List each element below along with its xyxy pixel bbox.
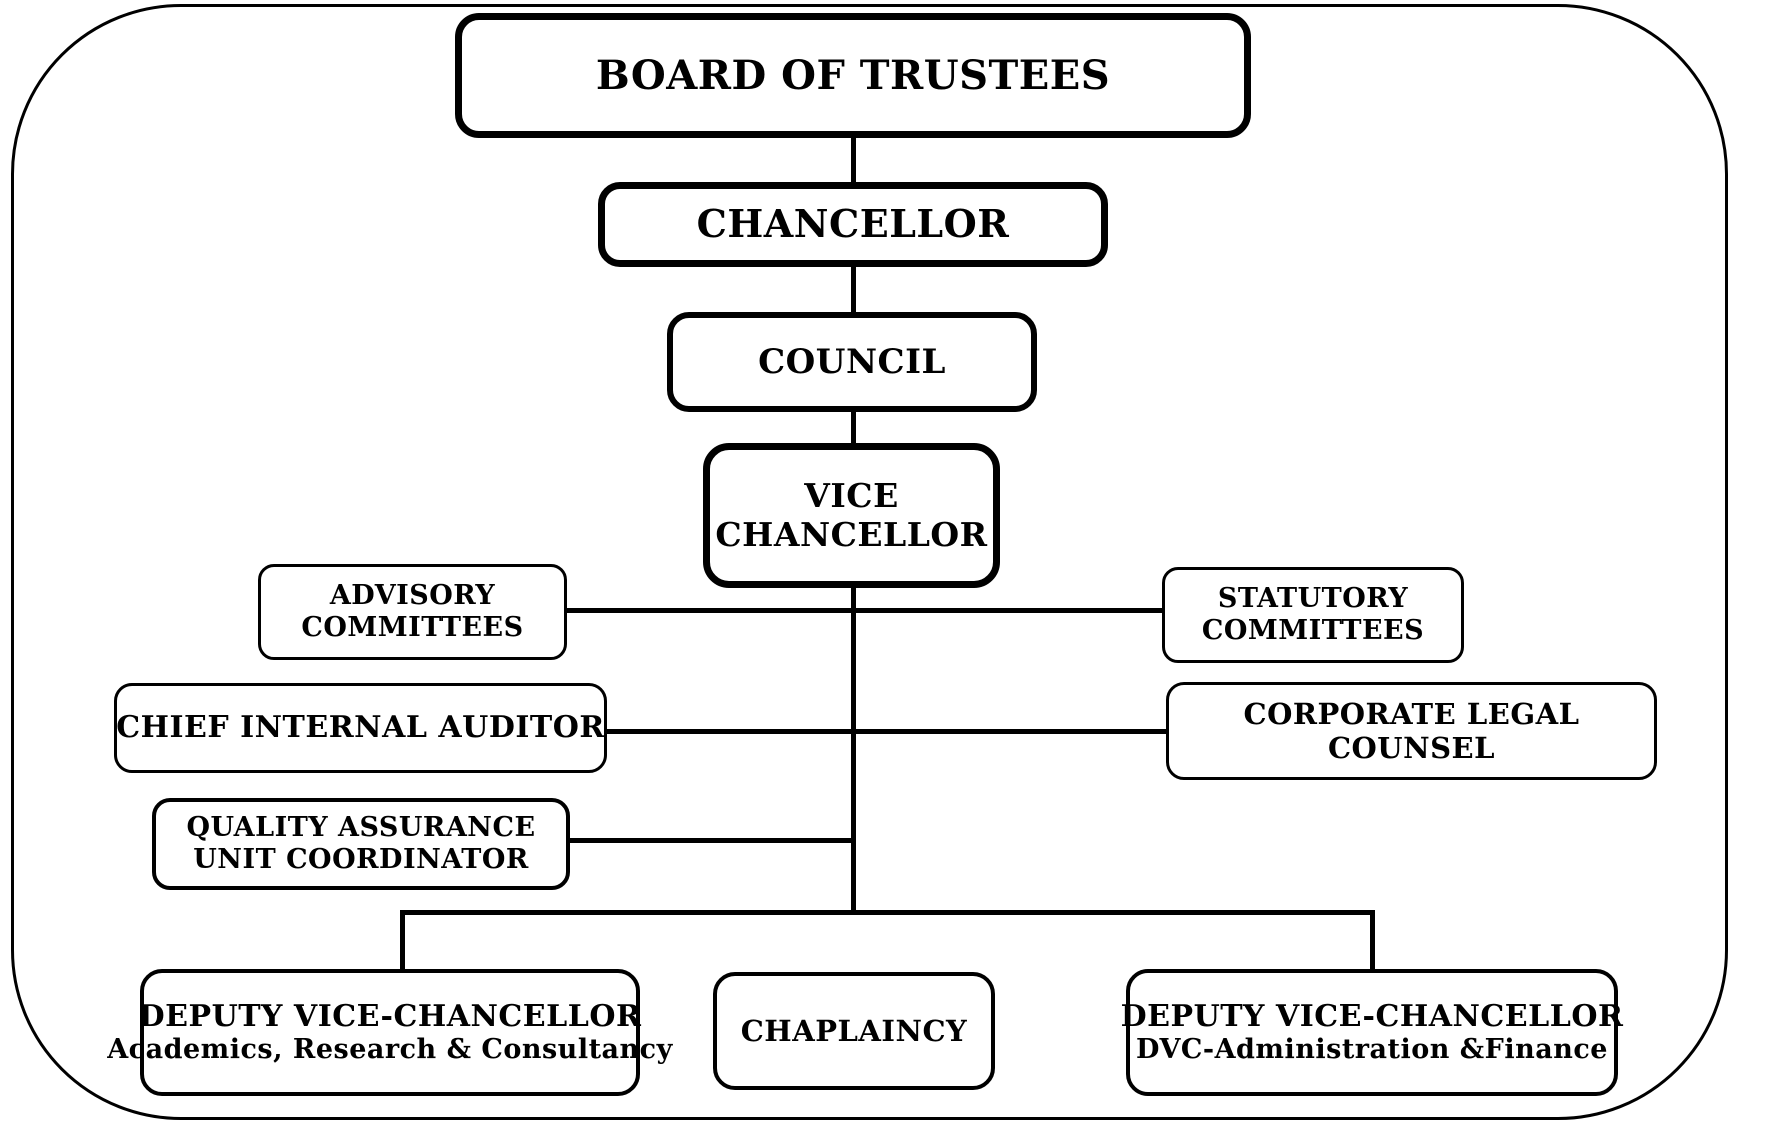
node-board-of-trustees-label: BOARD OF TRUSTEES bbox=[595, 51, 1111, 99]
node-chief-internal-auditor-label: CHIEF INTERNAL AUDITOR bbox=[116, 710, 605, 746]
node-dvc-administration-title: DEPUTY VICE-CHANCELLOR bbox=[1120, 998, 1624, 1034]
node-chancellor-label: CHANCELLOR bbox=[696, 201, 1010, 247]
node-quality-assurance-unit-coordinator: QUALITY ASSURANCE UNIT COORDINATOR bbox=[152, 798, 570, 890]
node-corporate-legal-counsel-line2: COUNSEL bbox=[1327, 731, 1496, 765]
outer-frame bbox=[11, 4, 1728, 1120]
node-quality-assurance-line1: QUALITY ASSURANCE bbox=[186, 812, 536, 844]
node-council-label: COUNCIL bbox=[758, 341, 946, 382]
node-chief-internal-auditor: CHIEF INTERNAL AUDITOR bbox=[114, 683, 607, 773]
connector-bottom-bar bbox=[400, 910, 1375, 915]
node-chaplaincy: CHAPLAINCY bbox=[713, 972, 995, 1090]
connector-drop-dvc-administration bbox=[1370, 910, 1375, 972]
node-statutory-committees-line1: STATUTORY bbox=[1217, 583, 1409, 615]
node-advisory-committees-line2: COMMITTEES bbox=[301, 612, 524, 643]
node-dvc-academics-subtitle: Academics, Research & Consultancy bbox=[107, 1034, 673, 1066]
connector-quality-assurance bbox=[568, 838, 856, 843]
node-chancellor: CHANCELLOR bbox=[598, 182, 1108, 267]
connector-advisory-statutory bbox=[565, 608, 1165, 613]
node-vice-chancellor-line2: CHANCELLOR bbox=[715, 514, 988, 554]
connector-board-to-chancellor bbox=[851, 134, 856, 184]
node-vice-chancellor: VICE CHANCELLOR bbox=[703, 443, 1000, 588]
node-council: COUNCIL bbox=[667, 312, 1037, 412]
connector-council-to-vice-chancellor bbox=[851, 410, 856, 446]
node-vice-chancellor-line1: VICE bbox=[804, 475, 899, 515]
connector-chancellor-to-council bbox=[851, 264, 856, 314]
node-dvc-academics-title: DEPUTY VICE-CHANCELLOR bbox=[138, 998, 642, 1034]
connector-vice-chancellor-spine bbox=[851, 586, 856, 915]
node-dvc-administration: DEPUTY VICE-CHANCELLOR DVC-Administratio… bbox=[1121, 969, 1623, 1096]
node-quality-assurance-line2: UNIT COORDINATOR bbox=[193, 844, 529, 875]
node-advisory-committees: ADVISORY COMMITTEES bbox=[258, 564, 567, 660]
node-chaplaincy-label: CHAPLAINCY bbox=[740, 1013, 968, 1048]
connector-auditor-legal bbox=[604, 729, 1169, 734]
node-corporate-legal-counsel: CORPORATE LEGAL COUNSEL bbox=[1166, 682, 1657, 780]
node-dvc-academics: DEPUTY VICE-CHANCELLOR Academics, Resear… bbox=[107, 969, 672, 1096]
connector-drop-dvc-academics bbox=[400, 910, 405, 972]
node-corporate-legal-counsel-line1: CORPORATE LEGAL bbox=[1243, 696, 1580, 731]
node-dvc-administration-subtitle: DVC-Administration &Finance bbox=[1136, 1034, 1608, 1066]
node-statutory-committees-line2: COMMITTEES bbox=[1201, 615, 1425, 646]
node-advisory-committees-line1: ADVISORY bbox=[329, 580, 496, 612]
node-board-of-trustees: BOARD OF TRUSTEES bbox=[455, 13, 1251, 138]
node-statutory-committees: STATUTORY COMMITTEES bbox=[1162, 567, 1464, 663]
